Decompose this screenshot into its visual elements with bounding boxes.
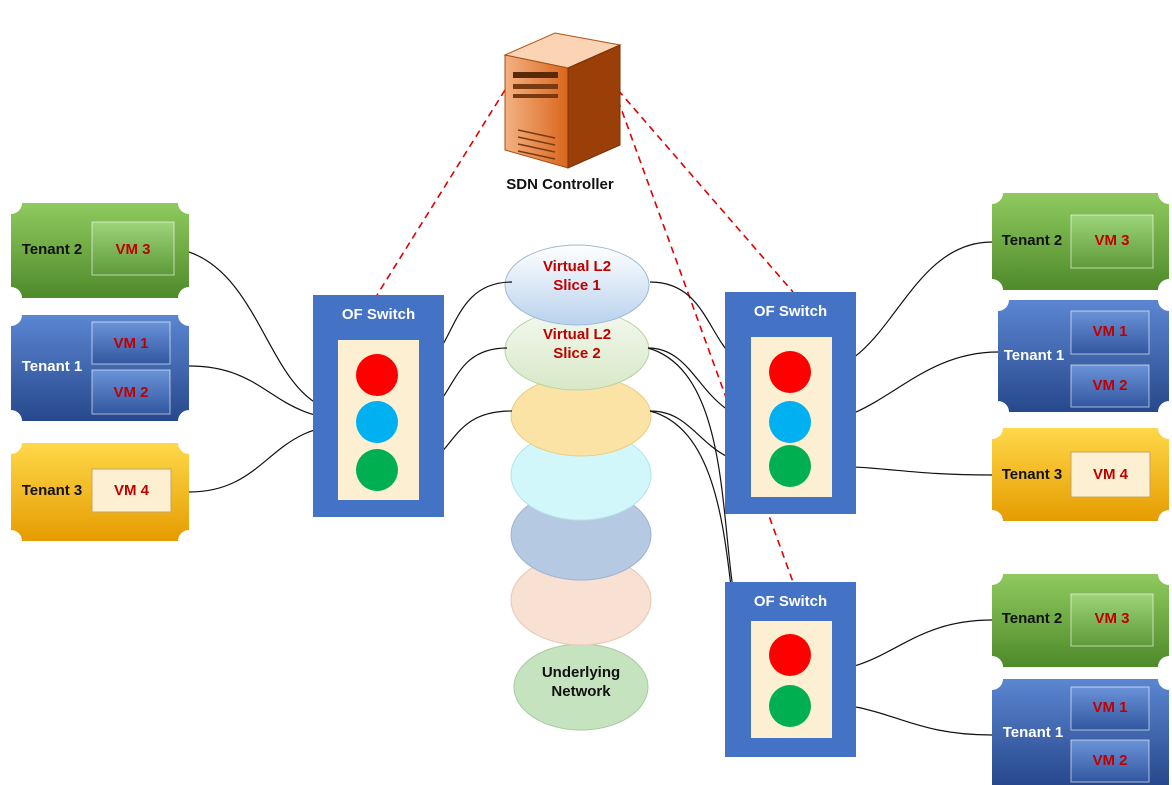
controller-links xyxy=(376,89,794,583)
of-switch-right-bottom xyxy=(725,582,856,757)
tenant-label: Tenant 2 xyxy=(1001,232,1063,249)
switch-label-right-bottom: OF Switch xyxy=(753,593,828,610)
slice-1-line2: Slice 1 xyxy=(553,276,601,294)
tenant-label: Tenant 1 xyxy=(21,358,83,375)
vm-box xyxy=(1070,686,1150,731)
vm-label: VM 4 xyxy=(1092,466,1128,483)
vm-box xyxy=(91,321,171,365)
controller-link-right-bottom xyxy=(617,99,794,583)
port-red xyxy=(769,351,811,393)
vm-label: VM 2 xyxy=(1092,752,1128,769)
underlying-network-label: Underlying Network xyxy=(514,664,648,702)
vm-box xyxy=(91,221,175,276)
underlying-line1: Underlying xyxy=(541,664,621,681)
vm-label: VM 4 xyxy=(113,482,149,499)
switch-label-right-top: OF Switch xyxy=(753,303,828,320)
server-icon xyxy=(503,32,622,169)
vm-label: VM 1 xyxy=(1092,323,1128,340)
underlying-line2: Network xyxy=(551,682,611,700)
tenant-label: Tenant 3 xyxy=(21,482,83,499)
of-switch-left xyxy=(313,295,444,517)
port-green xyxy=(769,445,811,487)
tenant-label: Tenant 1 xyxy=(1003,347,1065,364)
port-red xyxy=(769,634,811,676)
controller-label: SDN Controller xyxy=(506,176,614,193)
controller-link-left xyxy=(376,89,506,296)
port-blue xyxy=(769,401,811,443)
vm-label: VM 3 xyxy=(1094,610,1130,627)
vm-box xyxy=(1070,214,1154,269)
port-green xyxy=(356,449,398,491)
port-blue xyxy=(356,401,398,443)
port-red xyxy=(356,354,398,396)
slice-2-line1: Virtual L2 xyxy=(542,326,612,343)
vm-label: VM 1 xyxy=(113,335,149,352)
vm-label: VM 2 xyxy=(1092,377,1128,394)
underlying-network-stack xyxy=(504,244,652,731)
vm-box xyxy=(1070,310,1150,355)
port-green xyxy=(769,685,811,727)
vm-box xyxy=(1070,364,1150,408)
slice-2-line2: Slice 2 xyxy=(553,344,601,362)
vm-label: VM 3 xyxy=(115,241,151,258)
vm-box xyxy=(91,369,171,415)
controller-link-right-top xyxy=(617,89,794,293)
slice-1-line1: Virtual L2 xyxy=(542,258,612,275)
tenant-label: Tenant 1 xyxy=(1002,724,1064,741)
vm-label: VM 2 xyxy=(113,384,149,401)
slice-1 xyxy=(504,244,650,326)
vm-label: VM 1 xyxy=(1092,699,1128,716)
vm-label: VM 3 xyxy=(1094,232,1130,249)
tenant-label: Tenant 3 xyxy=(1001,466,1063,483)
of-switch-right-top xyxy=(725,292,856,514)
switch-label-left: OF Switch xyxy=(341,306,416,323)
slice-2-label: Virtual L2 Slice 2 xyxy=(505,326,649,364)
tenant-label: Tenant 2 xyxy=(1001,610,1063,627)
vm-box xyxy=(1070,451,1151,498)
slice-1-label: Virtual L2 Slice 1 xyxy=(505,258,649,296)
vm-box xyxy=(1070,593,1154,647)
vm-box xyxy=(91,468,172,513)
vm-box xyxy=(1070,739,1150,783)
tenant-label: Tenant 2 xyxy=(21,241,83,258)
